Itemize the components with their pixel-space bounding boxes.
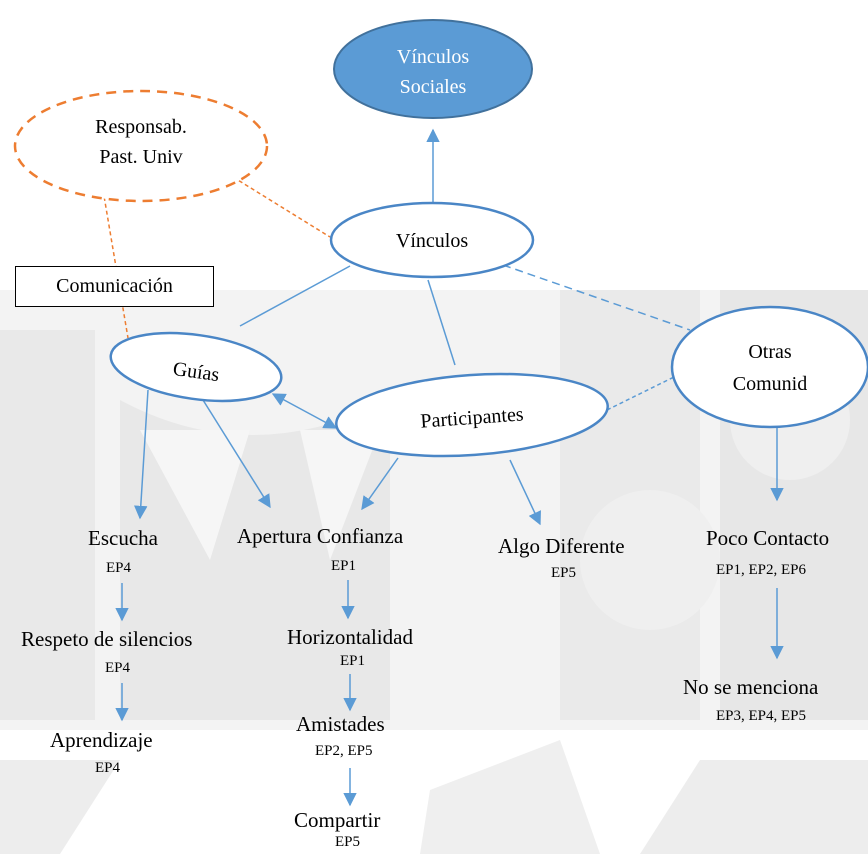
outcome-amistades-ep: EP2, EP5 <box>315 743 373 759</box>
outcome-aprendizaje-ep: EP4 <box>95 760 121 776</box>
connector-vinculos-guias <box>239 265 351 327</box>
connector-vinculos-otras <box>502 264 691 331</box>
outcome-horizontalidad: Horizontalidad <box>287 625 413 649</box>
node-otras-line2: Comunid <box>733 373 807 395</box>
outcome-apertura: Apertura Confianza <box>237 524 404 548</box>
comunicacion-box: Comunicación <box>15 266 214 307</box>
connector-responsab-guias <box>102 189 129 339</box>
outcome-no-se-menciona: No se menciona <box>683 675 819 699</box>
arrow-guias-participantes <box>271 393 338 429</box>
node-otras-comunid <box>670 305 868 429</box>
node-vinculos-sociales <box>333 19 533 119</box>
node-vinculos-sociales-line2: Sociales <box>400 76 467 98</box>
connector-responsab-vinculos <box>232 176 331 238</box>
node-responsab-line2: Past. Univ <box>99 146 182 168</box>
node-responsab-line1: Responsab. <box>95 116 187 138</box>
node-guias <box>109 331 283 403</box>
node-responsab <box>13 89 269 203</box>
outcome-poco-contacto: Poco Contacto <box>706 526 830 550</box>
outcome-respeto: Respeto de silencios <box>21 627 193 651</box>
outcome-compartir-ep: EP5 <box>335 834 361 850</box>
connector-participantes-otras <box>606 374 679 411</box>
arrow-participantes-apertura <box>361 457 399 511</box>
outcome-poco-contacto-ep: EP1, EP2, EP6 <box>716 562 807 578</box>
outcome-compartir: Compartir <box>294 808 381 832</box>
node-participantes <box>335 372 609 458</box>
outcome-apertura-ep: EP1 <box>331 558 357 574</box>
outcome-aprendizaje: Aprendizaje <box>50 728 153 752</box>
outcome-horizontalidad-ep: EP1 <box>340 653 366 669</box>
outcome-algo-diferente-ep: EP5 <box>551 565 577 581</box>
outcome-algo-diferente: Algo Diferente <box>498 534 625 558</box>
outcome-no-se-menciona-ep: EP3, EP4, EP5 <box>716 708 807 724</box>
arrow-guias-apertura <box>197 391 271 509</box>
node-otras-line1: Otras <box>748 341 792 363</box>
connector-vinculos-participantes <box>427 279 456 366</box>
comunicacion-label: Comunicación <box>56 275 173 297</box>
outcome-escucha: Escucha <box>88 526 158 550</box>
outcome-respeto-ep: EP4 <box>105 660 131 676</box>
node-vinculos-sociales-line1: Vínculos <box>397 46 469 68</box>
outcome-escucha-ep: EP4 <box>106 560 132 576</box>
outcome-amistades: Amistades <box>296 712 385 736</box>
node-vinculos-label: Vínculos <box>396 230 468 252</box>
arrow-guias-escucha <box>134 389 149 520</box>
arrow-participantes-algo <box>509 459 541 526</box>
node-vinculos <box>329 201 535 279</box>
